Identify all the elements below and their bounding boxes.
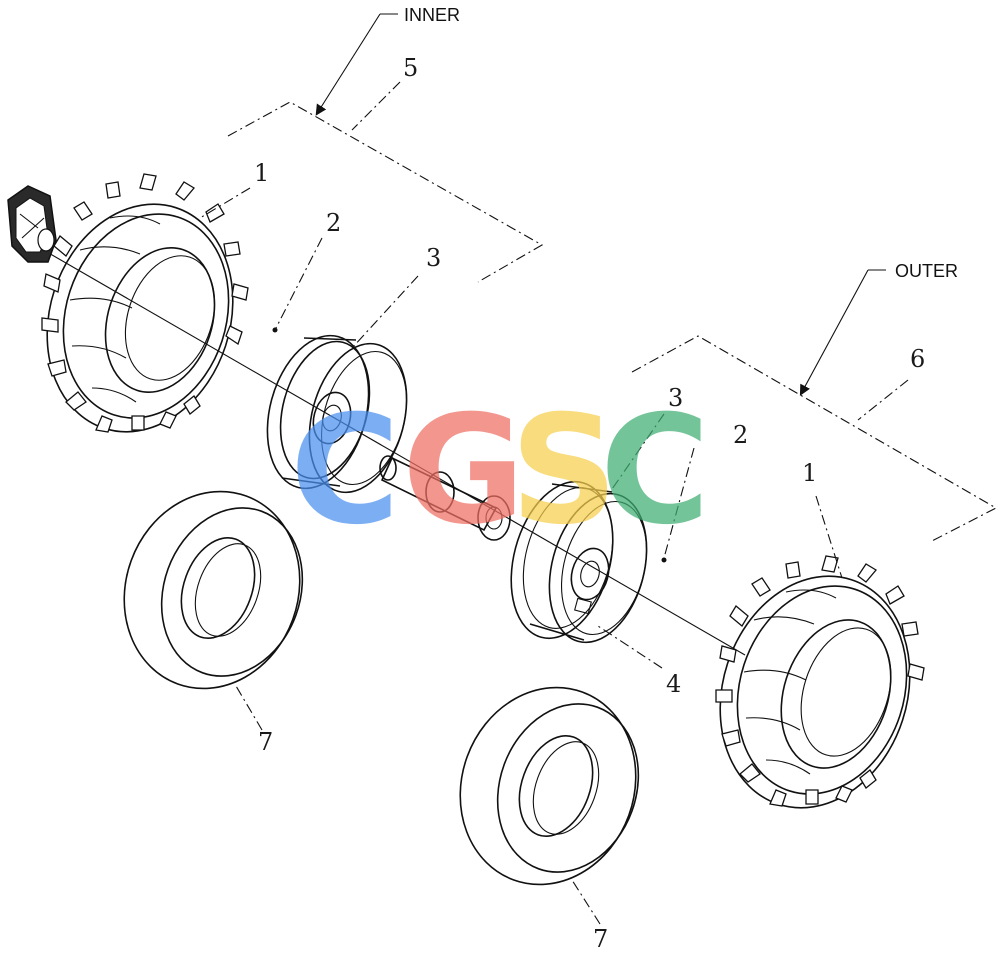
callout-4: 4 bbox=[666, 670, 681, 698]
watermark-logo: C G S C bbox=[290, 384, 710, 558]
smooth-tire-right bbox=[459, 686, 640, 886]
callout-2-outer: 2 bbox=[733, 421, 748, 449]
outer-group-outline bbox=[631, 269, 998, 543]
callout-7-right: 7 bbox=[593, 925, 608, 953]
hub-bracket bbox=[7, 185, 57, 263]
callout-7-left: 7 bbox=[258, 728, 273, 756]
leader-lines bbox=[199, 187, 843, 925]
callout-6: 6 bbox=[910, 345, 925, 373]
inner-group-outline bbox=[227, 13, 544, 283]
watermark-letter-3: S bbox=[510, 384, 618, 558]
tire-lugs-inner bbox=[41, 173, 249, 433]
tire-lugs-outer bbox=[715, 555, 925, 807]
callout-1-outer: 1 bbox=[802, 459, 817, 487]
callout-3-inner: 3 bbox=[426, 244, 441, 272]
smooth-tire-left bbox=[123, 490, 304, 690]
wheel-rim-outer bbox=[510, 480, 648, 644]
callout-2-inner: 2 bbox=[326, 209, 341, 237]
tractor-tire-inner bbox=[41, 173, 249, 433]
tractor-tire-outer bbox=[715, 555, 925, 809]
axle-centerline bbox=[39, 247, 746, 656]
callout-5: 5 bbox=[403, 54, 418, 82]
watermark-letter-2: G bbox=[402, 384, 525, 558]
watermark-letter-1: C bbox=[290, 384, 400, 558]
callout-3-outer: 3 bbox=[668, 384, 683, 412]
inner-label: INNER bbox=[404, 5, 460, 25]
watermark-letter-4: C bbox=[600, 384, 710, 558]
outer-label: OUTER bbox=[895, 261, 958, 281]
wheel-rim-inner bbox=[266, 334, 408, 494]
axle-spacer bbox=[379, 455, 511, 541]
callout-1-inner: 1 bbox=[254, 159, 269, 187]
